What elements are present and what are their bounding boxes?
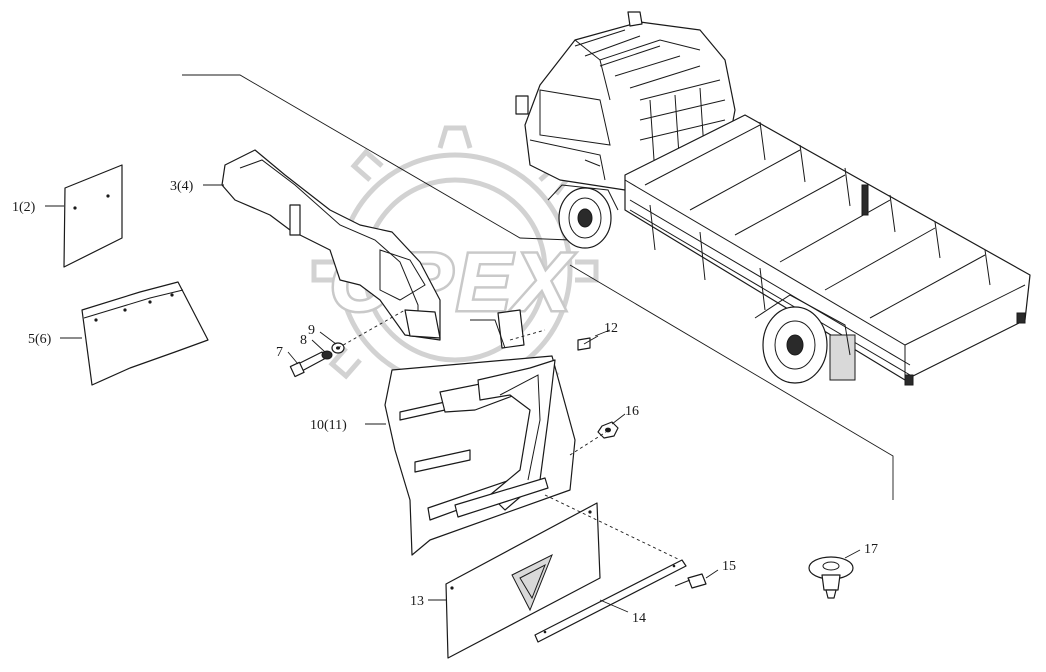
callout-3-4: 3(4) [170, 179, 194, 194]
fastener-group-7-8-9 [287, 309, 406, 378]
callout-12: 12 [604, 321, 618, 336]
truck-illustration [515, 11, 1031, 386]
truck-leader-lines [182, 74, 894, 500]
callout-14: 14 [632, 611, 646, 626]
part-3-mudguard-bracket [203, 149, 441, 341]
callout-9: 9 [308, 323, 315, 338]
part-16-nut [569, 413, 626, 456]
part-10-mudflap-assembly [365, 309, 576, 556]
callout-1-2: 1(2) [12, 200, 36, 215]
part-12-bolt [577, 329, 611, 351]
callout-labels: 1(2) 3(4) 5(6) 7 8 9 10(11) 12 13 14 15 … [12, 179, 878, 626]
callout-8: 8 [300, 333, 307, 348]
callout-15: 15 [722, 559, 736, 574]
callout-17: 17 [864, 542, 878, 557]
part-15-bolt [674, 569, 719, 589]
callout-10-11: 10(11) [310, 418, 347, 433]
part-14-strip [534, 494, 687, 643]
callout-7: 7 [276, 345, 283, 360]
callout-5-6: 5(6) [28, 332, 52, 347]
part-1-plate [45, 164, 123, 268]
part-13-lower-flap [428, 502, 601, 659]
callout-16: 16 [625, 404, 639, 419]
part-17-clip [808, 549, 861, 599]
part-5-curved-strip [60, 281, 209, 386]
callout-13: 13 [410, 594, 424, 609]
